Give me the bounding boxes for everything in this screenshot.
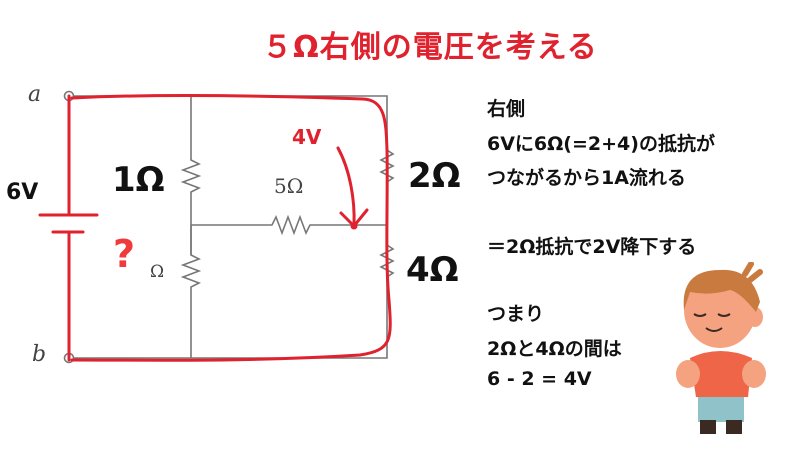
unknown-mark: ?	[113, 232, 136, 276]
boy-illustration	[676, 262, 766, 434]
r5-label: 5Ω	[274, 174, 304, 198]
explanation-line: ＝2Ω抵抗で2V降下する	[487, 236, 697, 258]
source-label: 6V	[6, 180, 39, 205]
r1-label: 1Ω	[112, 160, 165, 200]
node-dot	[350, 222, 358, 230]
red-loop	[70, 93, 392, 362]
explanation-line: 6 - 2 = 4V	[487, 368, 592, 390]
r2-label: 2Ω	[408, 156, 461, 196]
arrow-icon	[336, 146, 369, 229]
unknown-ohm-label: Ω	[150, 262, 165, 282]
r4-label: 4Ω	[406, 250, 459, 290]
r5-resistor	[191, 214, 387, 236]
top-wire	[69, 95, 388, 150]
annotation-voltage: 4V	[292, 125, 322, 149]
terminal-a-label: a	[28, 82, 42, 107]
explanation-line: つまり	[487, 303, 545, 325]
explanation-line: つながるから1A流れる	[487, 167, 686, 189]
terminal-b-label: b	[32, 342, 47, 367]
r4-resistor	[69, 244, 395, 359]
explanation-line: 6Vに6Ω(=2+4)の抵抗が	[487, 133, 715, 155]
explanation-line: 右側	[487, 98, 526, 120]
unknown-resistor	[180, 225, 202, 358]
page-title: ５Ω右側の電圧を考える	[262, 30, 598, 65]
r1-resistor	[180, 96, 202, 255]
explanation-line: 2Ωと4Ωの間は	[487, 338, 622, 360]
